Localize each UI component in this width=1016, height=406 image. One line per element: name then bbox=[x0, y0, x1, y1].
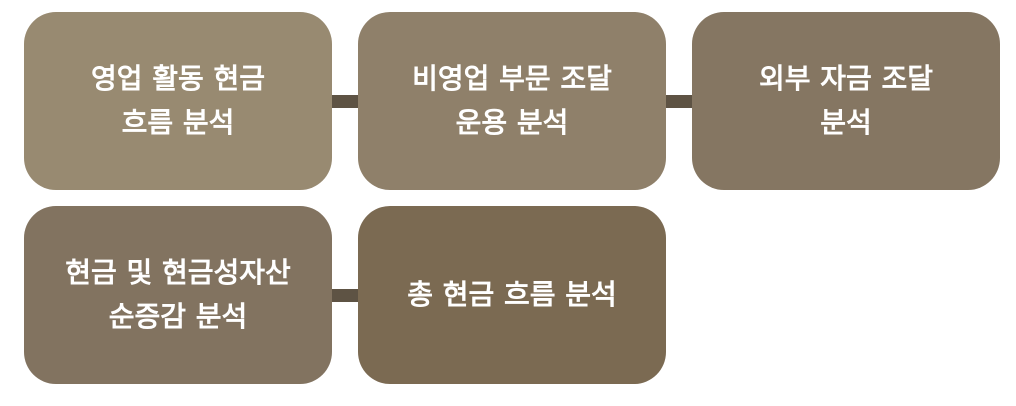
node-non-operating-funding: 비영업 부문 조달 운용 분석 bbox=[358, 12, 666, 190]
connector-4-5 bbox=[330, 289, 362, 302]
node-label: 비영업 부문 조달 운용 분석 bbox=[412, 62, 612, 139]
node-operating-cash-flow: 영업 활동 현금 흐름 분석 bbox=[24, 12, 332, 190]
node-total-cash-flow: 총 현금 흐름 분석 bbox=[358, 206, 666, 384]
node-net-change: 현금 및 현금성자산 순증감 분석 bbox=[24, 206, 332, 384]
node-label: 외부 자금 조달 분석 bbox=[758, 62, 934, 139]
node-external-funding: 외부 자금 조달 분석 bbox=[692, 12, 1000, 190]
node-label: 영업 활동 현금 흐름 분석 bbox=[90, 62, 266, 139]
node-label: 현금 및 현금성자산 순증감 분석 bbox=[65, 256, 291, 333]
node-label: 총 현금 흐름 분석 bbox=[407, 278, 617, 311]
connector-1-2 bbox=[330, 95, 362, 108]
connector-2-3 bbox=[664, 95, 696, 108]
